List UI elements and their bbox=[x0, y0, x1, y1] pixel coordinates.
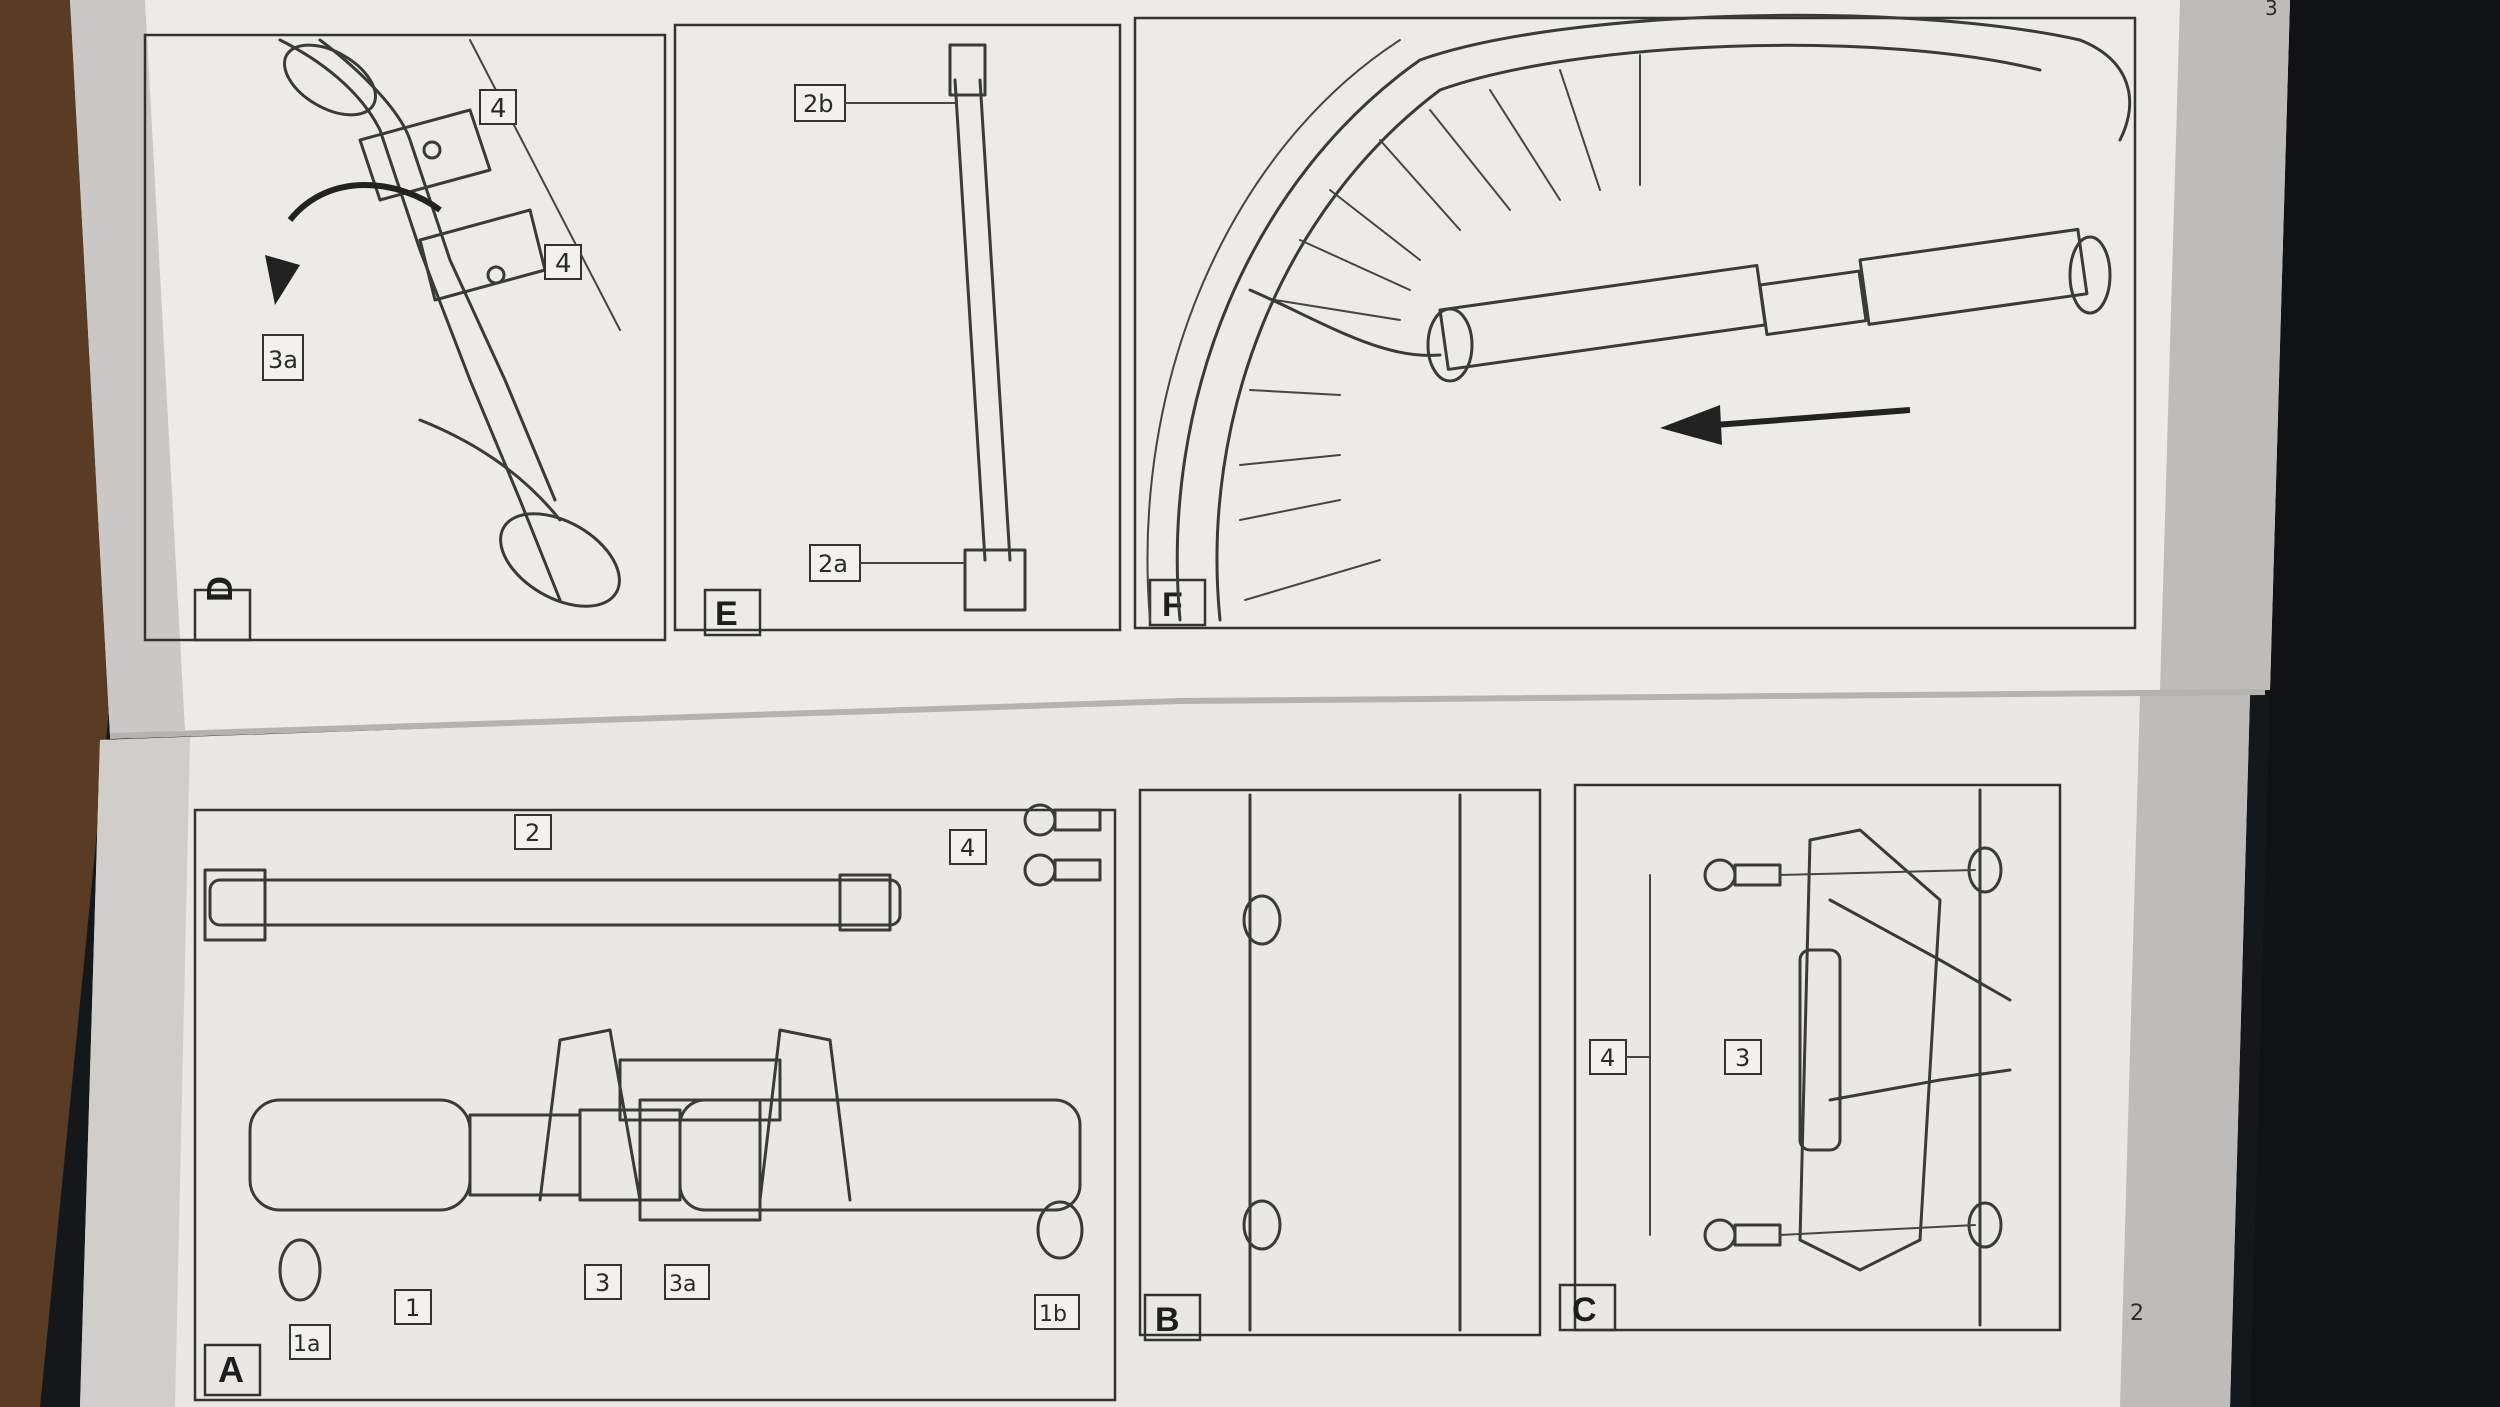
panel-b: B bbox=[1138, 788, 1542, 1342]
panel-e-letter: E bbox=[715, 595, 738, 633]
panel-c-letter: C bbox=[1572, 1291, 1597, 1329]
panel-a: A 1a 1 3 3a 1b 2 4 bbox=[193, 803, 1117, 1402]
panel-b-letter: B bbox=[1155, 1301, 1180, 1339]
panel-c: C 4 3 bbox=[1558, 783, 2062, 1332]
panel-d-label-4-bottom: 4 bbox=[555, 249, 572, 279]
panel-a-letter: A bbox=[218, 1349, 244, 1390]
panel-a-label-1a: 1a bbox=[293, 1332, 320, 1357]
panel-c-label-3: 3 bbox=[1735, 1044, 1750, 1072]
panel-e: E 2b 2a bbox=[673, 23, 1122, 637]
panel-d-label-3a: 3a bbox=[268, 346, 298, 374]
panel-e-label-2b: 2b bbox=[803, 90, 834, 118]
panel-e-label-2a: 2a bbox=[818, 550, 848, 578]
top-page bbox=[70, 0, 2290, 735]
panel-a-label-3a: 3a bbox=[669, 1272, 696, 1297]
page-number-right: 3 bbox=[2265, 0, 2278, 20]
panel-d-letter: D bbox=[199, 576, 240, 602]
panel-a-label-3: 3 bbox=[595, 1269, 610, 1297]
panel-d: D 4 4 3a bbox=[143, 33, 667, 642]
panel-f: F bbox=[1133, 13, 2137, 630]
panel-a-label-1: 1 bbox=[405, 1294, 420, 1322]
panel-d-label-4-top: 4 bbox=[490, 94, 507, 124]
dark-cloth-right bbox=[2250, 0, 2500, 1407]
panel-a-label-4: 4 bbox=[960, 834, 975, 862]
page-number-left: 2 bbox=[2130, 1301, 2144, 1326]
wooden-surface bbox=[0, 0, 110, 1407]
page-crease bbox=[109, 689, 2266, 739]
panel-c-label-4: 4 bbox=[1600, 1044, 1615, 1072]
panel-a-label-2: 2 bbox=[525, 819, 540, 847]
panel-a-label-1b: 1b bbox=[1039, 1302, 1067, 1327]
